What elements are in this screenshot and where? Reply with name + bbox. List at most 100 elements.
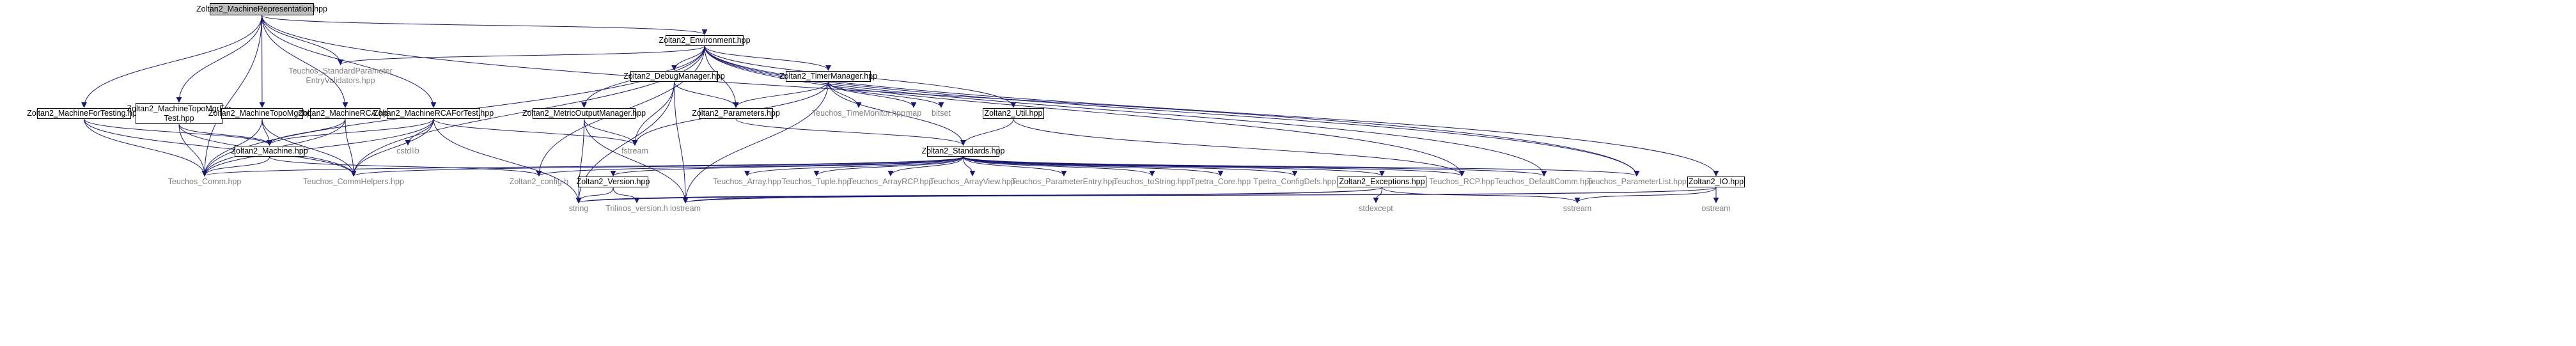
node-bitset[interactable]: bitset bbox=[932, 109, 951, 118]
edge-machine_for_testing-to-comm_helpers bbox=[84, 118, 357, 177]
node-util[interactable]: Zoltan2_Util.hpp bbox=[983, 108, 1044, 119]
edge-root-to-machine_topo_mgr bbox=[259, 15, 265, 108]
edge-standards-to-array_rcp bbox=[887, 156, 964, 177]
edge-environment-to-parameter_list bbox=[704, 45, 1640, 177]
edge-machine_topo_mgr_for_test-to-machine bbox=[178, 123, 272, 146]
node-standards[interactable]: Zoltan2_Standards.hpp bbox=[921, 146, 1005, 157]
edge-root-to-std_param_validators bbox=[262, 15, 343, 65]
node-machine-topo-mgr-for-test[interactable]: Zoltan2_MachineTopoMgrFor Test.hpp bbox=[127, 103, 231, 124]
node-environment[interactable]: Zoltan2_Environment.hpp bbox=[659, 35, 751, 46]
edge-machine_topo_mgr-to-comm_helpers bbox=[262, 118, 357, 177]
edge-metric_output_manager-to-iostream bbox=[584, 118, 689, 203]
node-string[interactable]: string bbox=[568, 203, 589, 213]
node-machine[interactable]: Zoltan2_Machine.hpp bbox=[231, 146, 308, 157]
node-fstream[interactable]: fstream bbox=[621, 146, 648, 155]
edge-environment-to-rcp bbox=[704, 45, 1465, 177]
node-zoltan2-config[interactable]: Zoltan2_config.h bbox=[509, 177, 569, 186]
edge-standards-to-array bbox=[744, 156, 964, 177]
edge-machine_rca_for_test-to-cstdlib bbox=[405, 118, 434, 146]
node-teuchos-tostring[interactable]: Teuchos_toString.hpp bbox=[1113, 177, 1191, 186]
edge-debug_manager-to-fstream bbox=[632, 81, 675, 146]
edge-time_manager-to-bitset bbox=[828, 81, 944, 108]
edge-io-to-string bbox=[576, 187, 1717, 203]
edge-standards-to-tuple bbox=[813, 156, 964, 177]
node-trilinos-version[interactable]: Trilinos_version.h bbox=[605, 203, 668, 213]
edge-time_manager-to-iostream bbox=[682, 81, 829, 203]
edge-machine_topo_mgr-to-comm bbox=[201, 118, 263, 177]
node-debug-manager[interactable]: Zoltan2_DebugManager.hpp bbox=[623, 71, 725, 82]
node-machine-rca-for-test[interactable]: Zoltan2_MachineRCAForTest.hpp bbox=[373, 108, 494, 119]
node-timer-manager[interactable]: Zoltan2_TimerManager.hpp bbox=[779, 71, 878, 82]
edge-util-to-rcp bbox=[1013, 118, 1465, 177]
edge-standards-to-parameter_entry bbox=[963, 156, 1067, 177]
node-machine-for-testing[interactable]: Zoltan2_MachineForTesting.hpp bbox=[27, 108, 141, 119]
node-exceptions[interactable]: Zoltan2_Exceptions.hpp bbox=[1338, 177, 1426, 187]
node-teuchos-comm[interactable]: Teuchos_Comm.hpp bbox=[168, 177, 242, 186]
edge-machine_rca_for_test-to-comm bbox=[201, 118, 434, 177]
edge-machine_rca_for_test-to-fstream bbox=[433, 118, 638, 146]
node-teuchos-default-comm[interactable]: Teuchos_DefaultComm.hpp bbox=[1494, 177, 1594, 186]
edge-standards-to-array_view bbox=[963, 156, 976, 177]
edge-environment-to-parameters bbox=[704, 45, 739, 108]
node-teuchos-array[interactable]: Teuchos_Array.hpp bbox=[713, 177, 781, 186]
edge-root-to-environment bbox=[262, 15, 708, 35]
edge-standards-to-parameter_list bbox=[963, 156, 1640, 177]
edge-standards-to-default_comm bbox=[963, 156, 1547, 177]
node-map[interactable]: map bbox=[905, 109, 922, 118]
edge-version-to-trilinos_version bbox=[613, 187, 640, 203]
node-teuchos-parameter-list[interactable]: Teuchos_ParameterList.hpp bbox=[1587, 177, 1687, 186]
node-ostream[interactable]: ostream bbox=[1701, 203, 1731, 213]
node-version[interactable]: Zoltan2_Version.hpp bbox=[576, 177, 650, 187]
edge-time_manager-to-map bbox=[828, 81, 917, 108]
edge-standards-to-rcp bbox=[963, 156, 1465, 177]
edge-root-to-machine_topo_mgr_for_test bbox=[176, 15, 262, 103]
node-stdexcept[interactable]: stdexcept bbox=[1359, 203, 1393, 213]
edge-root-to-comm bbox=[201, 15, 262, 177]
edge-metric_output_manager-to-string bbox=[575, 118, 584, 203]
node-machine-rca[interactable]: Zoltan2_MachineRCA.hpp bbox=[298, 108, 393, 119]
edge-time_manager-to-standards bbox=[828, 81, 966, 146]
edge-root-to-parameter_list bbox=[262, 15, 1640, 177]
edge-machine_rca-to-comm_helpers bbox=[345, 118, 357, 177]
edge-parameters-to-standards bbox=[735, 118, 966, 146]
edge-machine_rca-to-machine bbox=[267, 118, 346, 146]
node-standard-parameter-entry-validators[interactable]: Teuchos_StandardParameter EntryValidator… bbox=[288, 66, 393, 85]
node-cstdlib[interactable]: cstdlib bbox=[396, 146, 419, 155]
edge-exceptions-to-stdexcept bbox=[1373, 187, 1382, 203]
node-parameters[interactable]: Zoltan2_Parameters.hpp bbox=[692, 108, 780, 119]
edge-machine_for_testing-to-comm bbox=[84, 118, 208, 177]
node-zoltan2-io[interactable]: Zoltan2_IO.hpp bbox=[1687, 177, 1745, 187]
edge-root-to-machine_for_testing bbox=[81, 15, 262, 108]
edge-machine_rca_for_test-to-string bbox=[433, 118, 582, 203]
edge-machine_rca_for_test-to-machine bbox=[267, 118, 434, 146]
edge-environment-to-std_param_validators bbox=[338, 45, 705, 65]
edge-time_manager-to-parameters bbox=[733, 81, 829, 108]
edge-environment-to-io bbox=[704, 45, 1719, 177]
edge-util-to-standards bbox=[960, 118, 1014, 146]
edge-exceptions-to-sstream bbox=[1382, 187, 1581, 203]
node-teuchos-parameter-entry[interactable]: Teuchos_ParameterEntry.hpp bbox=[1011, 177, 1117, 186]
node-teuchos-rcp[interactable]: Teuchos_RCP.hpp bbox=[1429, 177, 1495, 186]
node-tpetra-core[interactable]: Tpetra_Core.hpp bbox=[1190, 177, 1251, 186]
edge-standards-to-version bbox=[610, 156, 964, 177]
edge-machine_rca_for_test-to-comm_helpers bbox=[350, 118, 434, 177]
edge-machine_topo_mgr_for_test-to-comm bbox=[178, 123, 208, 177]
edge-standards-to-exceptions bbox=[963, 156, 1385, 177]
node-machine-topo-mgr[interactable]: Zoltan2_MachineTopoMgr.hpp bbox=[208, 108, 316, 119]
node-teuchos-comm-helpers[interactable]: Teuchos_CommHelpers.hpp bbox=[303, 177, 404, 186]
node-iostream[interactable]: iostream bbox=[670, 203, 701, 213]
node-time-monitor[interactable]: Teuchos_TimeMonitor.hpp bbox=[811, 109, 906, 118]
node-machine-representation[interactable]: Zoltan2_MachineRepresentation.hpp bbox=[196, 3, 327, 15]
edge-io-to-iostream bbox=[683, 187, 1717, 203]
node-teuchos-arrayrcp[interactable]: Teuchos_ArrayRCP.hpp bbox=[848, 177, 933, 186]
edge-standards-to-tpetra_config_defs bbox=[963, 156, 1298, 177]
edge-standards-to-comm bbox=[202, 156, 964, 177]
edge-standards-to-to_string bbox=[963, 156, 1155, 177]
node-tpetra-configdefs[interactable]: Tpetra_ConfigDefs.hpp bbox=[1253, 177, 1336, 186]
node-metric-output-manager[interactable]: Zoltan2_MetricOutputManager.hpp bbox=[522, 108, 646, 119]
edge-debug_manager-to-iostream bbox=[674, 81, 689, 203]
node-teuchos-tuple[interactable]: Teuchos_Tuple.hpp bbox=[781, 177, 852, 186]
node-teuchos-arrayview[interactable]: Teuchos_ArrayView.hpp bbox=[930, 177, 1015, 186]
node-sstream[interactable]: sstream bbox=[1563, 203, 1592, 213]
